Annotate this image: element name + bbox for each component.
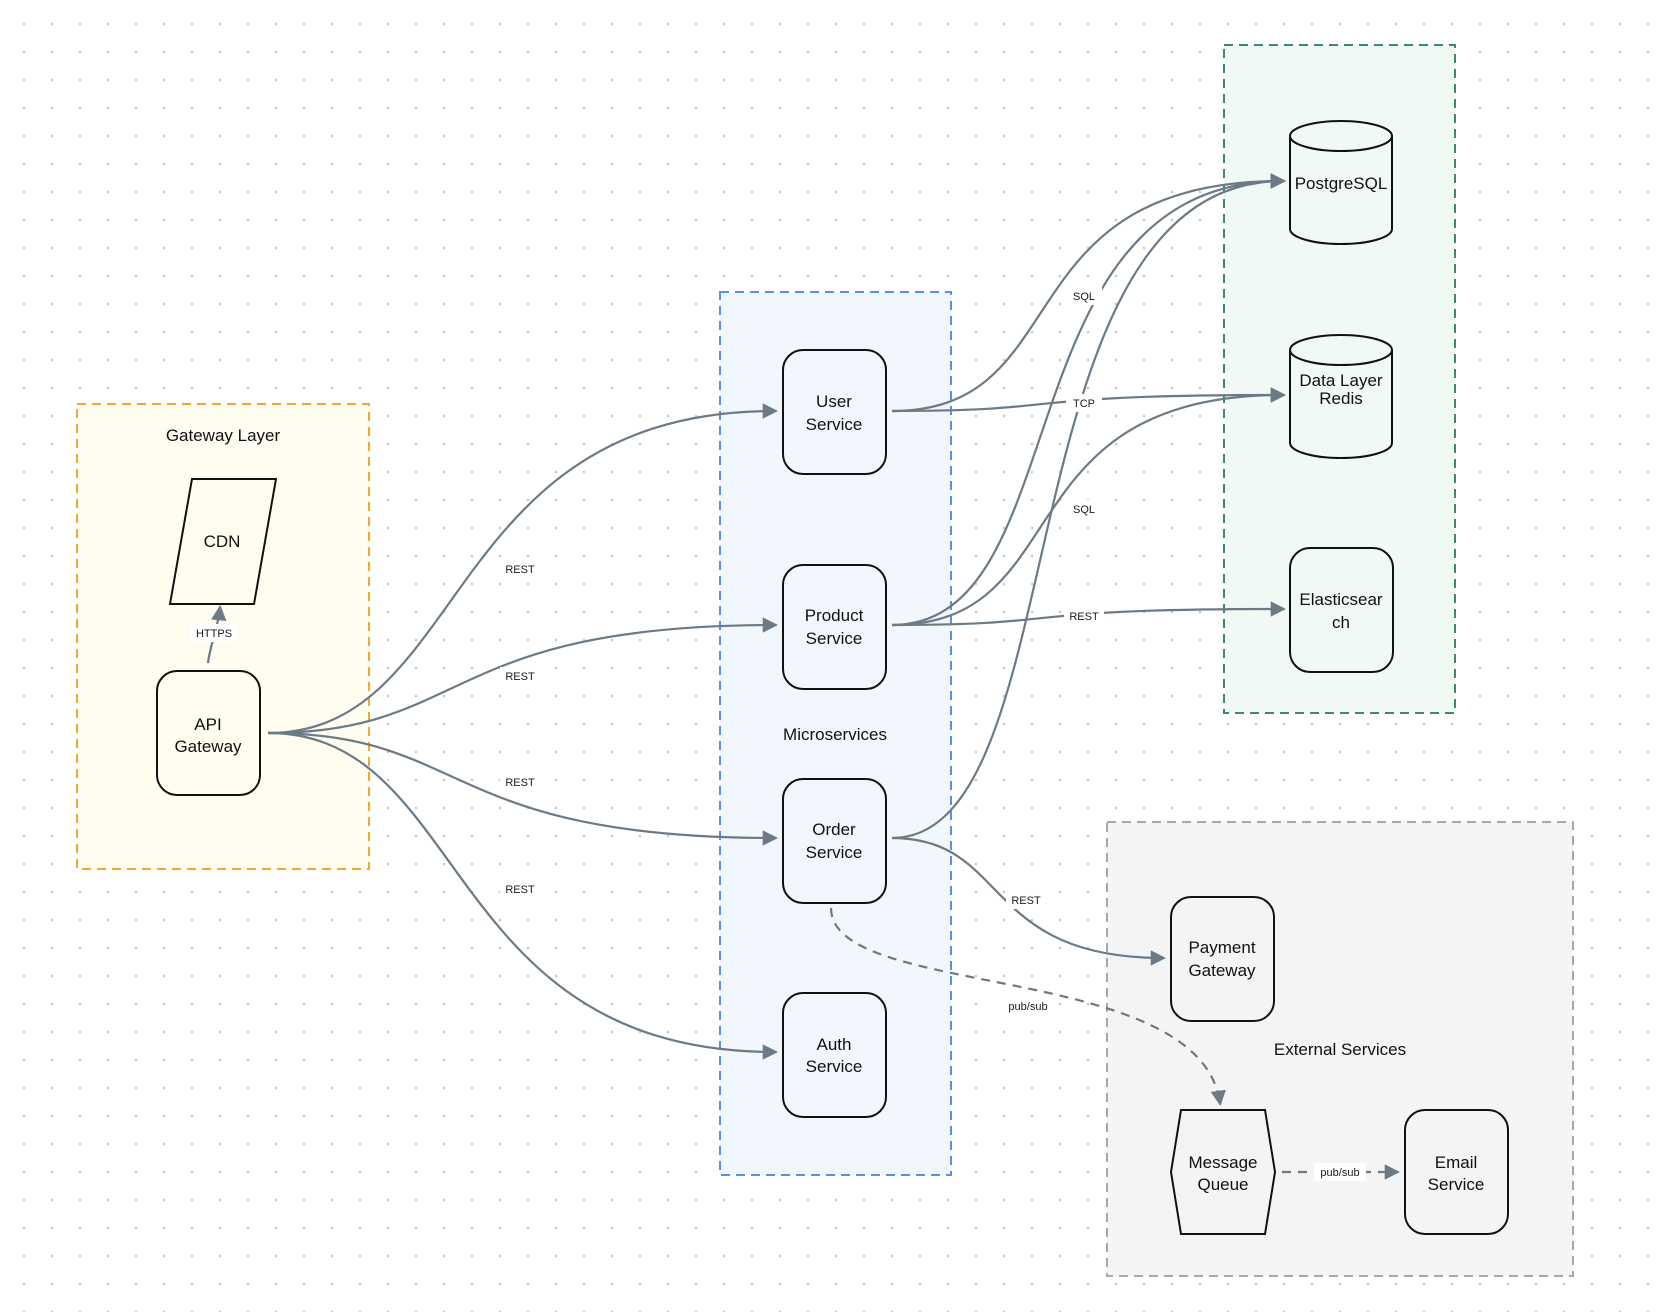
message-queue-label-line2: Queue [1197,1175,1248,1194]
svg-text:pub/sub: pub/sub [1008,1001,1047,1013]
svg-text:TCP: TCP [1073,398,1095,410]
node-auth-service[interactable]: Auth Service [782,992,887,1118]
message-queue-label-line1: Message [1189,1153,1258,1172]
edge-label-api-product: REST [500,667,540,685]
edge-label-product-elastic: REST [1064,607,1104,625]
order-service-shape [782,778,887,904]
svg-text:REST: REST [505,564,535,576]
redis-label-line2: Redis [1319,389,1362,408]
gateway-layer-label: Gateway Layer [166,426,281,445]
cdn-label: CDN [204,532,241,551]
node-email-service[interactable]: Email Service [1404,1109,1509,1235]
svg-text:SQL: SQL [1073,504,1095,516]
svg-text:REST: REST [505,884,535,896]
external-services-label: External Services [1274,1040,1406,1059]
edge-label-api-order: REST [500,773,540,791]
edge-label-order-payment: REST [1006,891,1046,909]
edge-order-mq [829,907,1226,1107]
node-elasticsearch[interactable]: Elasticsear ch [1289,547,1394,673]
payment-gateway-label-line2: Gateway [1188,961,1256,980]
edge-label-api-auth: REST [500,880,540,898]
microservices-label: Microservices [783,725,887,744]
edge-order-payment [891,836,1167,966]
svg-text:REST: REST [1011,895,1041,907]
user-service-label-line2: Service [806,415,863,434]
payment-gateway-label-line1: Payment [1188,938,1255,957]
node-payment-gateway[interactable]: Payment Gateway [1170,896,1275,1022]
api-gateway-label-line2: Gateway [174,737,242,756]
message-queue-shape [1169,1109,1277,1235]
node-cdn[interactable]: CDN [168,478,278,605]
elasticsearch-shape [1289,547,1394,673]
order-service-label-line1: Order [812,820,856,839]
cdn-shape [168,478,278,605]
user-service-label-line1: User [816,392,852,411]
svg-text:REST: REST [1069,611,1099,623]
user-service-shape [782,349,887,475]
node-order-service[interactable]: Order Service [782,778,887,904]
edge-api-auth [267,731,779,1060]
edge-label-api-cdn: HTTPS [190,624,238,642]
product-service-label-line1: Product [805,606,864,625]
auth-service-shape [782,992,887,1118]
edge-label-order-mq: pub/sub [1002,997,1054,1015]
redis-label-line1: Data Layer [1299,371,1382,390]
product-service-label-line2: Service [806,629,863,648]
edge-api-order [267,731,779,846]
order-service-label-line2: Service [806,843,863,862]
redis-top-rim [1289,349,1393,366]
postgresql-shape [1289,120,1393,245]
edge-order-postgres [891,173,1287,840]
edge-label-product-postgres: SQL [1066,500,1102,518]
svg-text:REST: REST [505,671,535,683]
edge-label-user-postgres: SQL [1066,287,1102,305]
edge-user-postgres [891,173,1287,413]
node-product-service[interactable]: Product Service [782,564,887,690]
edge-label-mq-email: pub/sub [1314,1163,1366,1181]
api-gateway-shape [156,670,261,796]
redis-shape [1289,334,1393,459]
email-service-shape [1404,1109,1509,1235]
nodes: CDN API Gateway User Service Product Ser… [156,120,1509,1235]
edge-product-elastic [891,601,1287,627]
payment-gateway-shape [1170,896,1275,1022]
node-api-gateway[interactable]: API Gateway [156,670,261,796]
edge-api-product [267,617,779,735]
postgresql-top-rim [1289,135,1393,152]
edge-labels: HTTPS REST REST REST REST SQL [190,287,1366,1181]
edge-product-postgres [891,173,1287,627]
node-message-queue[interactable]: Message Queue [1169,1109,1277,1235]
auth-service-label-line1: Auth [817,1035,852,1054]
node-redis[interactable]: Data Layer Redis [1289,334,1393,459]
edge-api-user [267,403,779,735]
svg-text:SQL: SQL [1073,291,1095,303]
edge-label-user-redis: TCP [1066,394,1102,412]
email-service-label-line1: Email [1435,1153,1478,1172]
svg-text:REST: REST [505,777,535,789]
postgresql-label: PostgreSQL [1295,174,1388,193]
node-postgresql[interactable]: PostgreSQL [1289,120,1393,245]
elasticsearch-label-line2: ch [1332,613,1350,632]
svg-text:HTTPS: HTTPS [196,628,232,640]
edge-label-api-user: REST [500,560,540,578]
auth-service-label-line2: Service [806,1057,863,1076]
api-gateway-label-line1: API [194,715,221,734]
product-service-shape [782,564,887,690]
email-service-label-line2: Service [1428,1175,1485,1194]
elasticsearch-label-line1: Elasticsear [1299,590,1382,609]
node-user-service[interactable]: User Service [782,349,887,475]
svg-text:pub/sub: pub/sub [1320,1167,1359,1179]
